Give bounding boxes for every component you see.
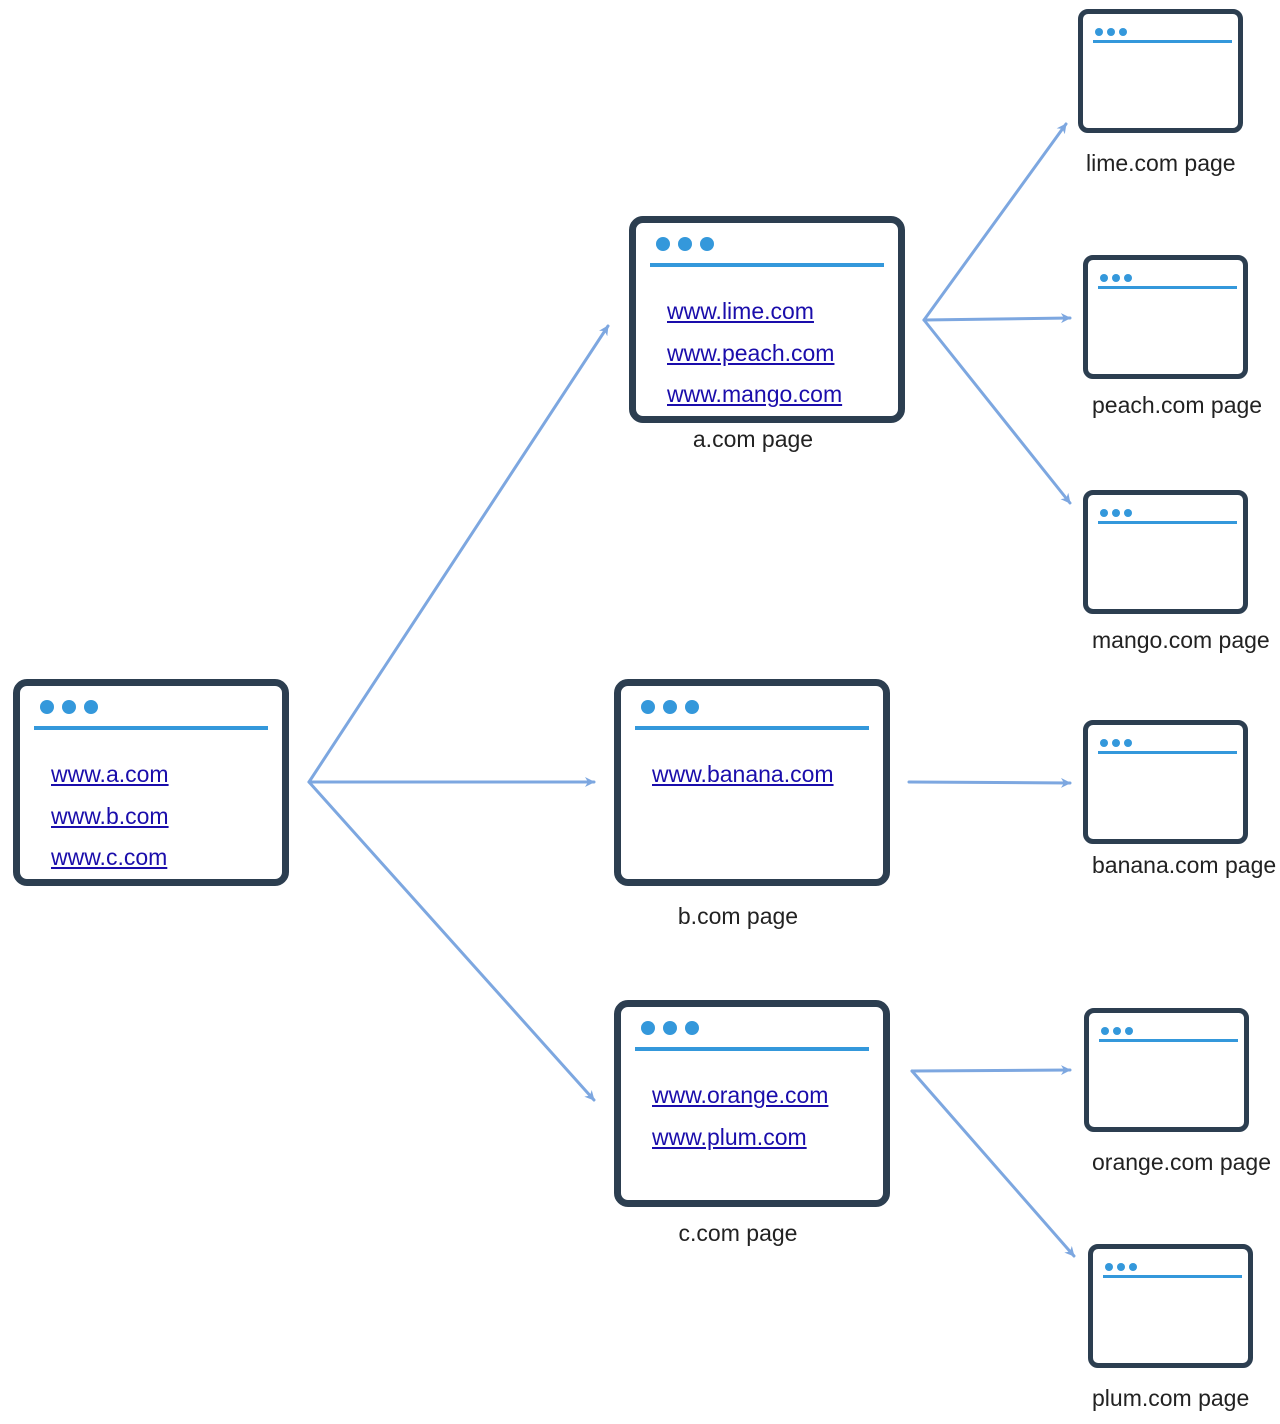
window-controls-icon [641,1021,707,1035]
window-controls-icon [1100,269,1136,283]
orange-page-window [1084,1008,1249,1132]
arrow-c-to-orange [910,1065,1072,1076]
link-a[interactable]: www.a.com [51,761,169,787]
mango-page-caption: mango.com page [1092,627,1270,653]
window-divider [1099,1039,1238,1042]
link-lime[interactable]: www.lime.com [667,298,814,324]
arrow-a-to-mango [922,318,1072,505]
link-peach[interactable]: www.peach.com [667,339,835,366]
c-page-caption: c.com page [678,1220,798,1246]
root-link-list: www.a.com www.b.com www.c.com [51,754,169,879]
window-controls-icon [1095,23,1131,37]
c-page-link-list: www.orange.com www.plum.com [652,1075,828,1158]
orange-page-caption: orange.com page [1092,1149,1272,1175]
link-mango[interactable]: www.mango.com [667,381,843,407]
arrow-a-to-lime [922,122,1068,322]
link-c[interactable]: www.c.com [51,844,168,870]
window-divider [635,1047,869,1051]
plum-page-caption: plum.com page [1092,1385,1250,1411]
window-divider [635,726,869,730]
peach-page-caption: peach.com page [1092,392,1263,418]
a-page-caption: a.com page [692,426,814,452]
window-controls-icon [656,237,722,251]
b-page-caption: b.com page [677,903,799,929]
window-controls-icon [1100,504,1136,518]
peach-page-window [1083,255,1248,379]
window-controls-icon [40,700,106,714]
c-page-window: www.orange.com www.plum.com [614,1000,890,1207]
banana-page-caption: banana.com page [1092,852,1277,878]
a-page-link-list: www.lime.com www.peach.com www.mango.com [667,291,842,416]
window-divider [1098,286,1237,289]
window-divider [34,726,268,730]
arrow-c-to-plum [910,1069,1076,1258]
link-b[interactable]: www.b.com [51,802,169,829]
window-divider [1093,40,1232,43]
window-controls-icon [1100,734,1136,748]
b-page-window: www.banana.com [614,679,890,886]
window-divider [1103,1275,1242,1278]
arrow-a-to-peach [922,313,1072,324]
window-controls-icon [1101,1022,1137,1036]
link-orange[interactable]: www.orange.com [652,1082,829,1108]
root-window: www.a.com www.b.com www.c.com [13,679,289,886]
a-page-window: www.lime.com www.peach.com www.mango.com [629,216,905,423]
arrow-root-to-a [307,324,610,784]
window-controls-icon [641,700,707,714]
link-plum[interactable]: www.plum.com [652,1123,807,1150]
lime-page-caption: lime.com page [1086,150,1236,176]
banana-page-window [1083,720,1248,844]
lime-page-window [1078,9,1243,133]
window-divider [650,263,884,267]
window-divider [1098,751,1237,754]
arrow-root-to-c [307,780,596,1102]
link-banana[interactable]: www.banana.com [652,761,834,787]
window-divider [1098,521,1237,524]
window-controls-icon [1105,1258,1141,1272]
arrow-b-to-banana [907,777,1072,788]
b-page-link-list: www.banana.com [652,754,834,796]
plum-page-window [1088,1244,1253,1368]
mango-page-window [1083,490,1248,614]
